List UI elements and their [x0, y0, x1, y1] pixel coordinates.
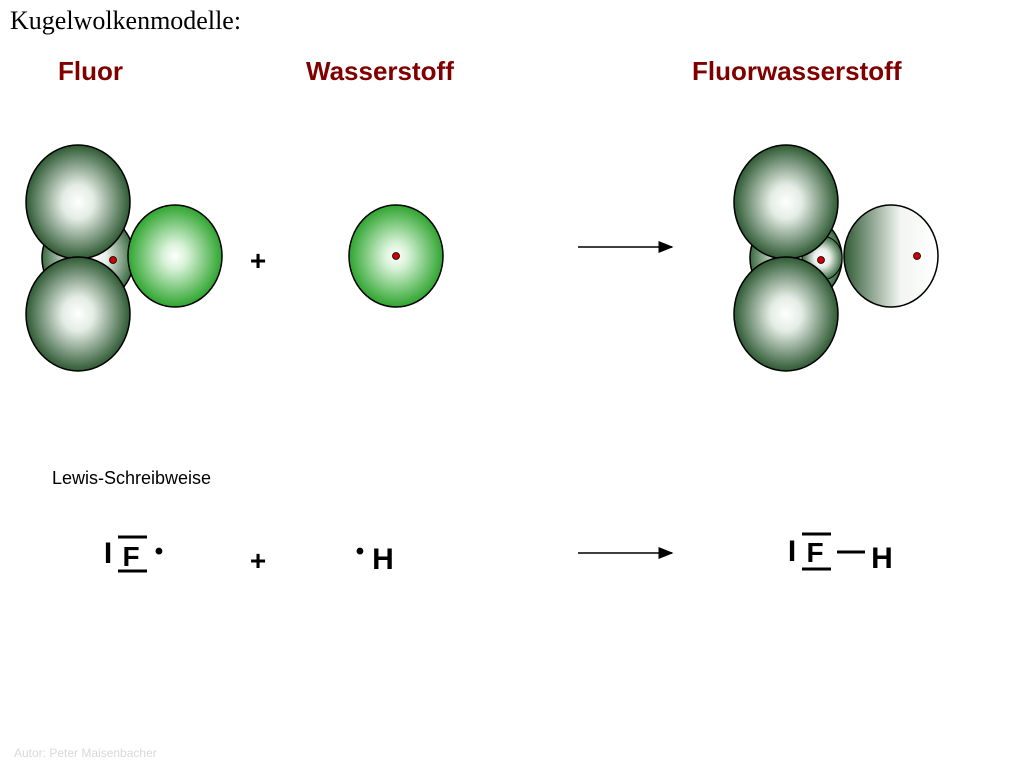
lewis-fluorine: I F • — [104, 535, 163, 573]
hf-cloud-bottom — [733, 256, 839, 372]
hf-hydrogen-nucleus — [913, 252, 921, 260]
hydrogen-atom-model — [348, 204, 444, 308]
lewis-hf-lone-pair-left: I — [788, 535, 796, 568]
lewis-hydrogen-symbol: H — [372, 543, 394, 576]
label-fluorwasserstoff: Fluorwasserstoff — [692, 56, 902, 86]
fluorine-nucleus — [109, 256, 117, 264]
hydrogen-fluoride-molecule-model — [733, 144, 939, 372]
fluorine-cloud-bottom — [25, 256, 131, 372]
author-footer: Autor: Peter Maisenbacher — [14, 746, 157, 760]
hf-cloud-top — [733, 144, 839, 260]
lewis-fluorine-symbol: F — [122, 541, 139, 572]
hydrogen-nucleus — [392, 252, 400, 260]
lewis-fluorine-lone-pair-left: I — [104, 537, 112, 570]
lewis-heading: Lewis-Schreibweise — [52, 468, 212, 488]
fluorine-atom-model — [25, 144, 223, 372]
lewis-hf-fluorine-symbol: F — [806, 537, 823, 568]
lewis-hf-hydrogen-symbol: H — [871, 542, 893, 575]
fluorine-cloud-top — [25, 144, 131, 260]
lewis-fluorine-radical-dot: • — [155, 538, 163, 565]
plus-sign-top: + — [250, 245, 266, 276]
plus-sign-lewis: + — [250, 545, 266, 576]
slide-title: Kugelwolkenmodelle: — [10, 6, 242, 35]
lewis-hydrogen-radical-dot: • — [356, 538, 364, 565]
lewis-hydrogen: • H — [356, 538, 394, 576]
hf-bonding-cloud — [843, 204, 939, 308]
hf-fluorine-nucleus — [817, 256, 825, 264]
lewis-hydrogen-fluoride: I F H — [788, 532, 893, 575]
label-wasserstoff: Wasserstoff — [306, 56, 454, 86]
label-fluor: Fluor — [58, 56, 123, 86]
fluorine-single-electron-cloud — [127, 204, 223, 308]
